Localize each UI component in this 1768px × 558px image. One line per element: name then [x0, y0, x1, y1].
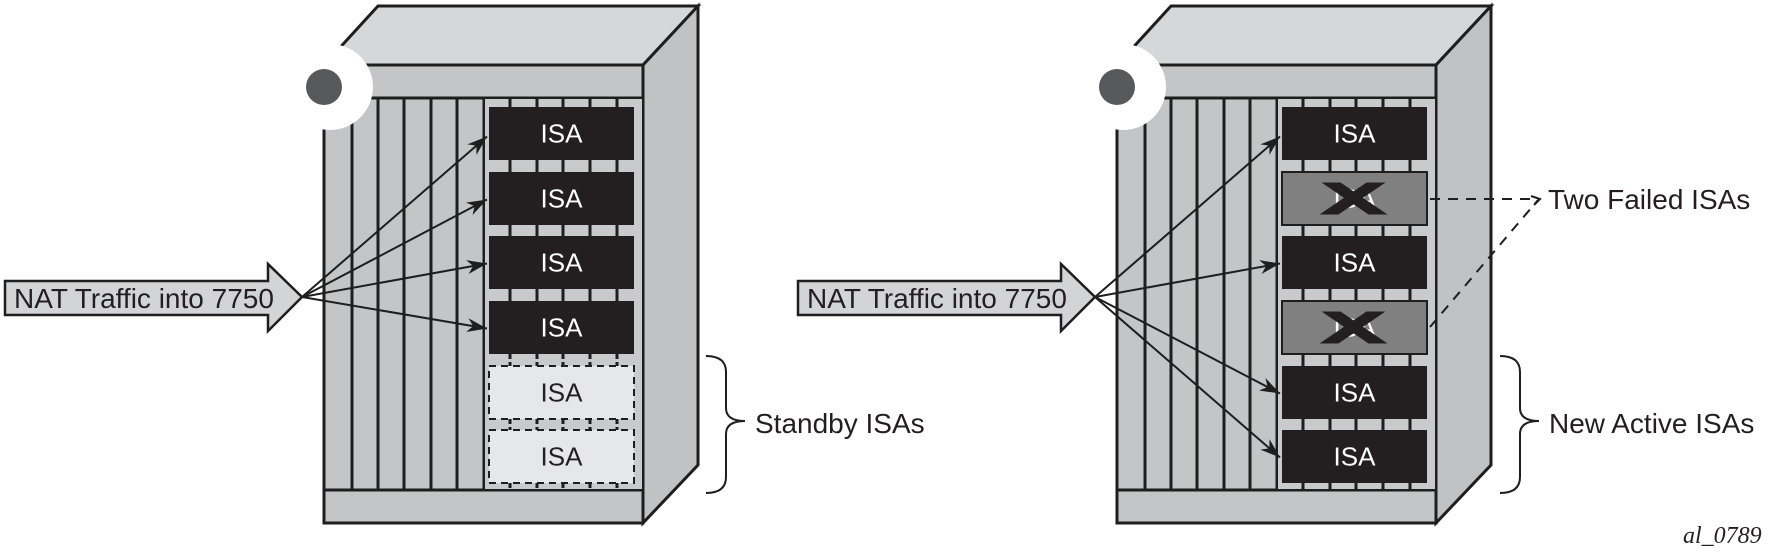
- traffic-arrow-line: [301, 296, 488, 330]
- x-stroke: [1319, 311, 1386, 344]
- isa-card-label: ISA: [541, 378, 584, 408]
- isa-card-body: [1282, 236, 1427, 289]
- traffic-arrowhead: [1260, 439, 1280, 458]
- rack-slot-lines: [1143, 98, 1279, 490]
- failed-pointer-line-2: [1429, 199, 1539, 328]
- isa-card-active: ISA: [489, 107, 634, 160]
- traffic-arrow-line: [1094, 296, 1281, 395]
- traffic-arrow-line: [1094, 296, 1281, 459]
- isa-card-label: ISA: [541, 313, 584, 343]
- traffic-arrowhead: [466, 199, 487, 216]
- isa-card-active: ISA: [489, 236, 634, 289]
- isa-card-standby: ISA: [488, 429, 635, 484]
- isa-card-active: ISA: [1282, 107, 1427, 160]
- isa-card-active: ISA: [489, 301, 634, 354]
- isa-card-label: ISA: [1334, 378, 1377, 408]
- x-stroke: [1319, 182, 1386, 215]
- isa-card-body: [489, 236, 634, 289]
- isa-card-label: ISA: [1334, 119, 1377, 149]
- isa-card-active: ISA: [1282, 430, 1427, 483]
- standby-brace: [705, 355, 746, 494]
- status-dot-icon: [1099, 69, 1135, 105]
- isa-card-label: ISA: [1334, 248, 1377, 278]
- isa-card-body: [1282, 107, 1427, 160]
- traffic-arrowhead: [1259, 378, 1280, 394]
- isa-card-failed: ISA: [1281, 300, 1428, 355]
- rack-top-face: [320, 4, 702, 67]
- isa-card-label: ISA: [1334, 442, 1377, 472]
- traffic-arrowhead: [467, 136, 487, 155]
- x-mark-icon: [1319, 311, 1388, 344]
- isa-card-active: ISA: [1282, 236, 1427, 289]
- traffic-arrow-line: [1094, 262, 1281, 298]
- isa-card-label: ISA: [541, 442, 584, 472]
- card-connectors: [1301, 98, 1412, 490]
- isa-card-active: ISA: [1282, 366, 1427, 419]
- failed-annotation: Two Failed ISAs: [1429, 184, 1750, 328]
- isa-card-label: ISA: [541, 119, 584, 149]
- traffic-input-label: NAT Traffic into 7750: [14, 283, 274, 314]
- failed-label: Two Failed ISAs: [1548, 184, 1750, 215]
- traffic-input-label: NAT Traffic into 7750: [807, 283, 1067, 314]
- status-dot-icon: [306, 69, 342, 105]
- standby-annotation: Standby ISAs: [705, 355, 925, 494]
- card-connectors: [508, 98, 619, 490]
- arrow-shape: [796, 261, 1097, 335]
- isa-card-failed: ISA: [1281, 171, 1428, 226]
- traffic-flow-arrows: [1094, 135, 1281, 459]
- isa-card-body: [488, 365, 635, 420]
- isa-card-standby: ISA: [488, 365, 635, 420]
- isa-card-body: [489, 172, 634, 225]
- traffic-input-arrow: NAT Traffic into 7750: [3, 261, 304, 335]
- standby-label: Standby ISAs: [755, 408, 925, 439]
- traffic-arrow-line: [1094, 135, 1281, 298]
- new-active-brace: [1499, 355, 1540, 494]
- traffic-arrowhead: [1259, 260, 1280, 274]
- figure-id: al_0789: [1683, 523, 1762, 549]
- traffic-flow-arrows: [301, 135, 488, 333]
- rack-top-face: [1113, 4, 1495, 67]
- traffic-arrow-line: [301, 135, 488, 298]
- isa-card-body: [489, 107, 634, 160]
- traffic-arrowhead: [1260, 136, 1280, 155]
- traffic-arrow-line: [301, 262, 488, 298]
- x-mark-icon: [1319, 182, 1388, 215]
- new-active-label: New Active ISAs: [1549, 408, 1754, 439]
- failed-pointer-arrowhead: [1530, 195, 1542, 206]
- isa-card-body: [1282, 430, 1427, 483]
- isa-card-label: ISA: [541, 184, 584, 214]
- traffic-arrowhead: [466, 318, 487, 333]
- isa-card-body: [488, 429, 635, 484]
- traffic-arrowhead: [466, 260, 487, 274]
- isa-card-label: ISA: [541, 248, 584, 278]
- rack-side-face: [641, 2, 700, 527]
- isa-card-body: [489, 301, 634, 354]
- traffic-arrow-line: [301, 198, 488, 298]
- isa-card-active: ISA: [489, 172, 634, 225]
- isa-card-body: [1282, 366, 1427, 419]
- new-active-annotation: New Active ISAs: [1499, 355, 1754, 494]
- traffic-input-arrow: NAT Traffic into 7750: [796, 261, 1097, 335]
- arrow-shape: [3, 261, 304, 335]
